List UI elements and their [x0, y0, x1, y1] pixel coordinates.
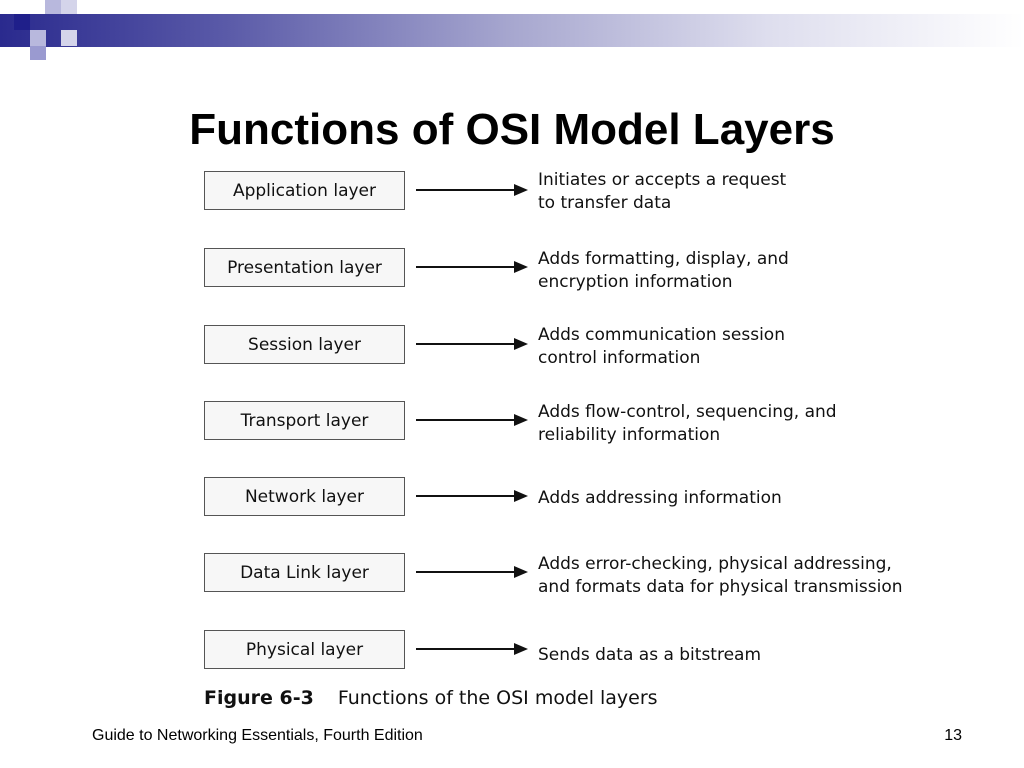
right-arrow-icon	[416, 643, 528, 655]
right-arrow-icon	[416, 261, 528, 273]
figure-caption: Figure 6-3 Functions of the OSI model lay…	[204, 687, 658, 709]
header-gradient-bar	[0, 14, 1024, 47]
right-arrow-icon	[416, 566, 528, 578]
layer-description: Adds formatting, display, and encryption…	[538, 249, 789, 292]
footer-source: Guide to Networking Essentials, Fourth E…	[92, 727, 423, 744]
right-arrow-icon	[416, 414, 528, 426]
layer-description: Adds addressing information	[538, 488, 782, 508]
layer-description: Adds communication session control infor…	[538, 325, 785, 368]
layer-description: Adds flow-control, sequencing, and relia…	[538, 402, 837, 445]
layer-box: Data Link layer	[204, 553, 405, 592]
layer-description: Adds error-checking, physical addressing…	[538, 554, 903, 597]
slide-title: Functions of OSI Model Layers	[189, 105, 835, 154]
layer-box: Transport layer	[204, 401, 405, 440]
layer-description: Sends data as a bitstream	[538, 645, 762, 665]
layer-box: Session layer	[204, 325, 405, 364]
layer-box: Presentation layer	[204, 248, 405, 287]
layer-description: Initiates or accepts a request to transf…	[538, 170, 787, 213]
figure-number: Figure 6-3	[204, 687, 314, 709]
page-number: 13	[944, 727, 962, 744]
right-arrow-icon	[416, 184, 528, 196]
right-arrow-icon	[416, 490, 528, 502]
layer-box: Network layer	[204, 477, 405, 516]
figure-caption-text: Functions of the OSI model layers	[337, 687, 658, 709]
layer-box: Physical layer	[204, 630, 405, 669]
right-arrow-icon	[416, 338, 528, 350]
layer-box: Application layer	[204, 171, 405, 210]
